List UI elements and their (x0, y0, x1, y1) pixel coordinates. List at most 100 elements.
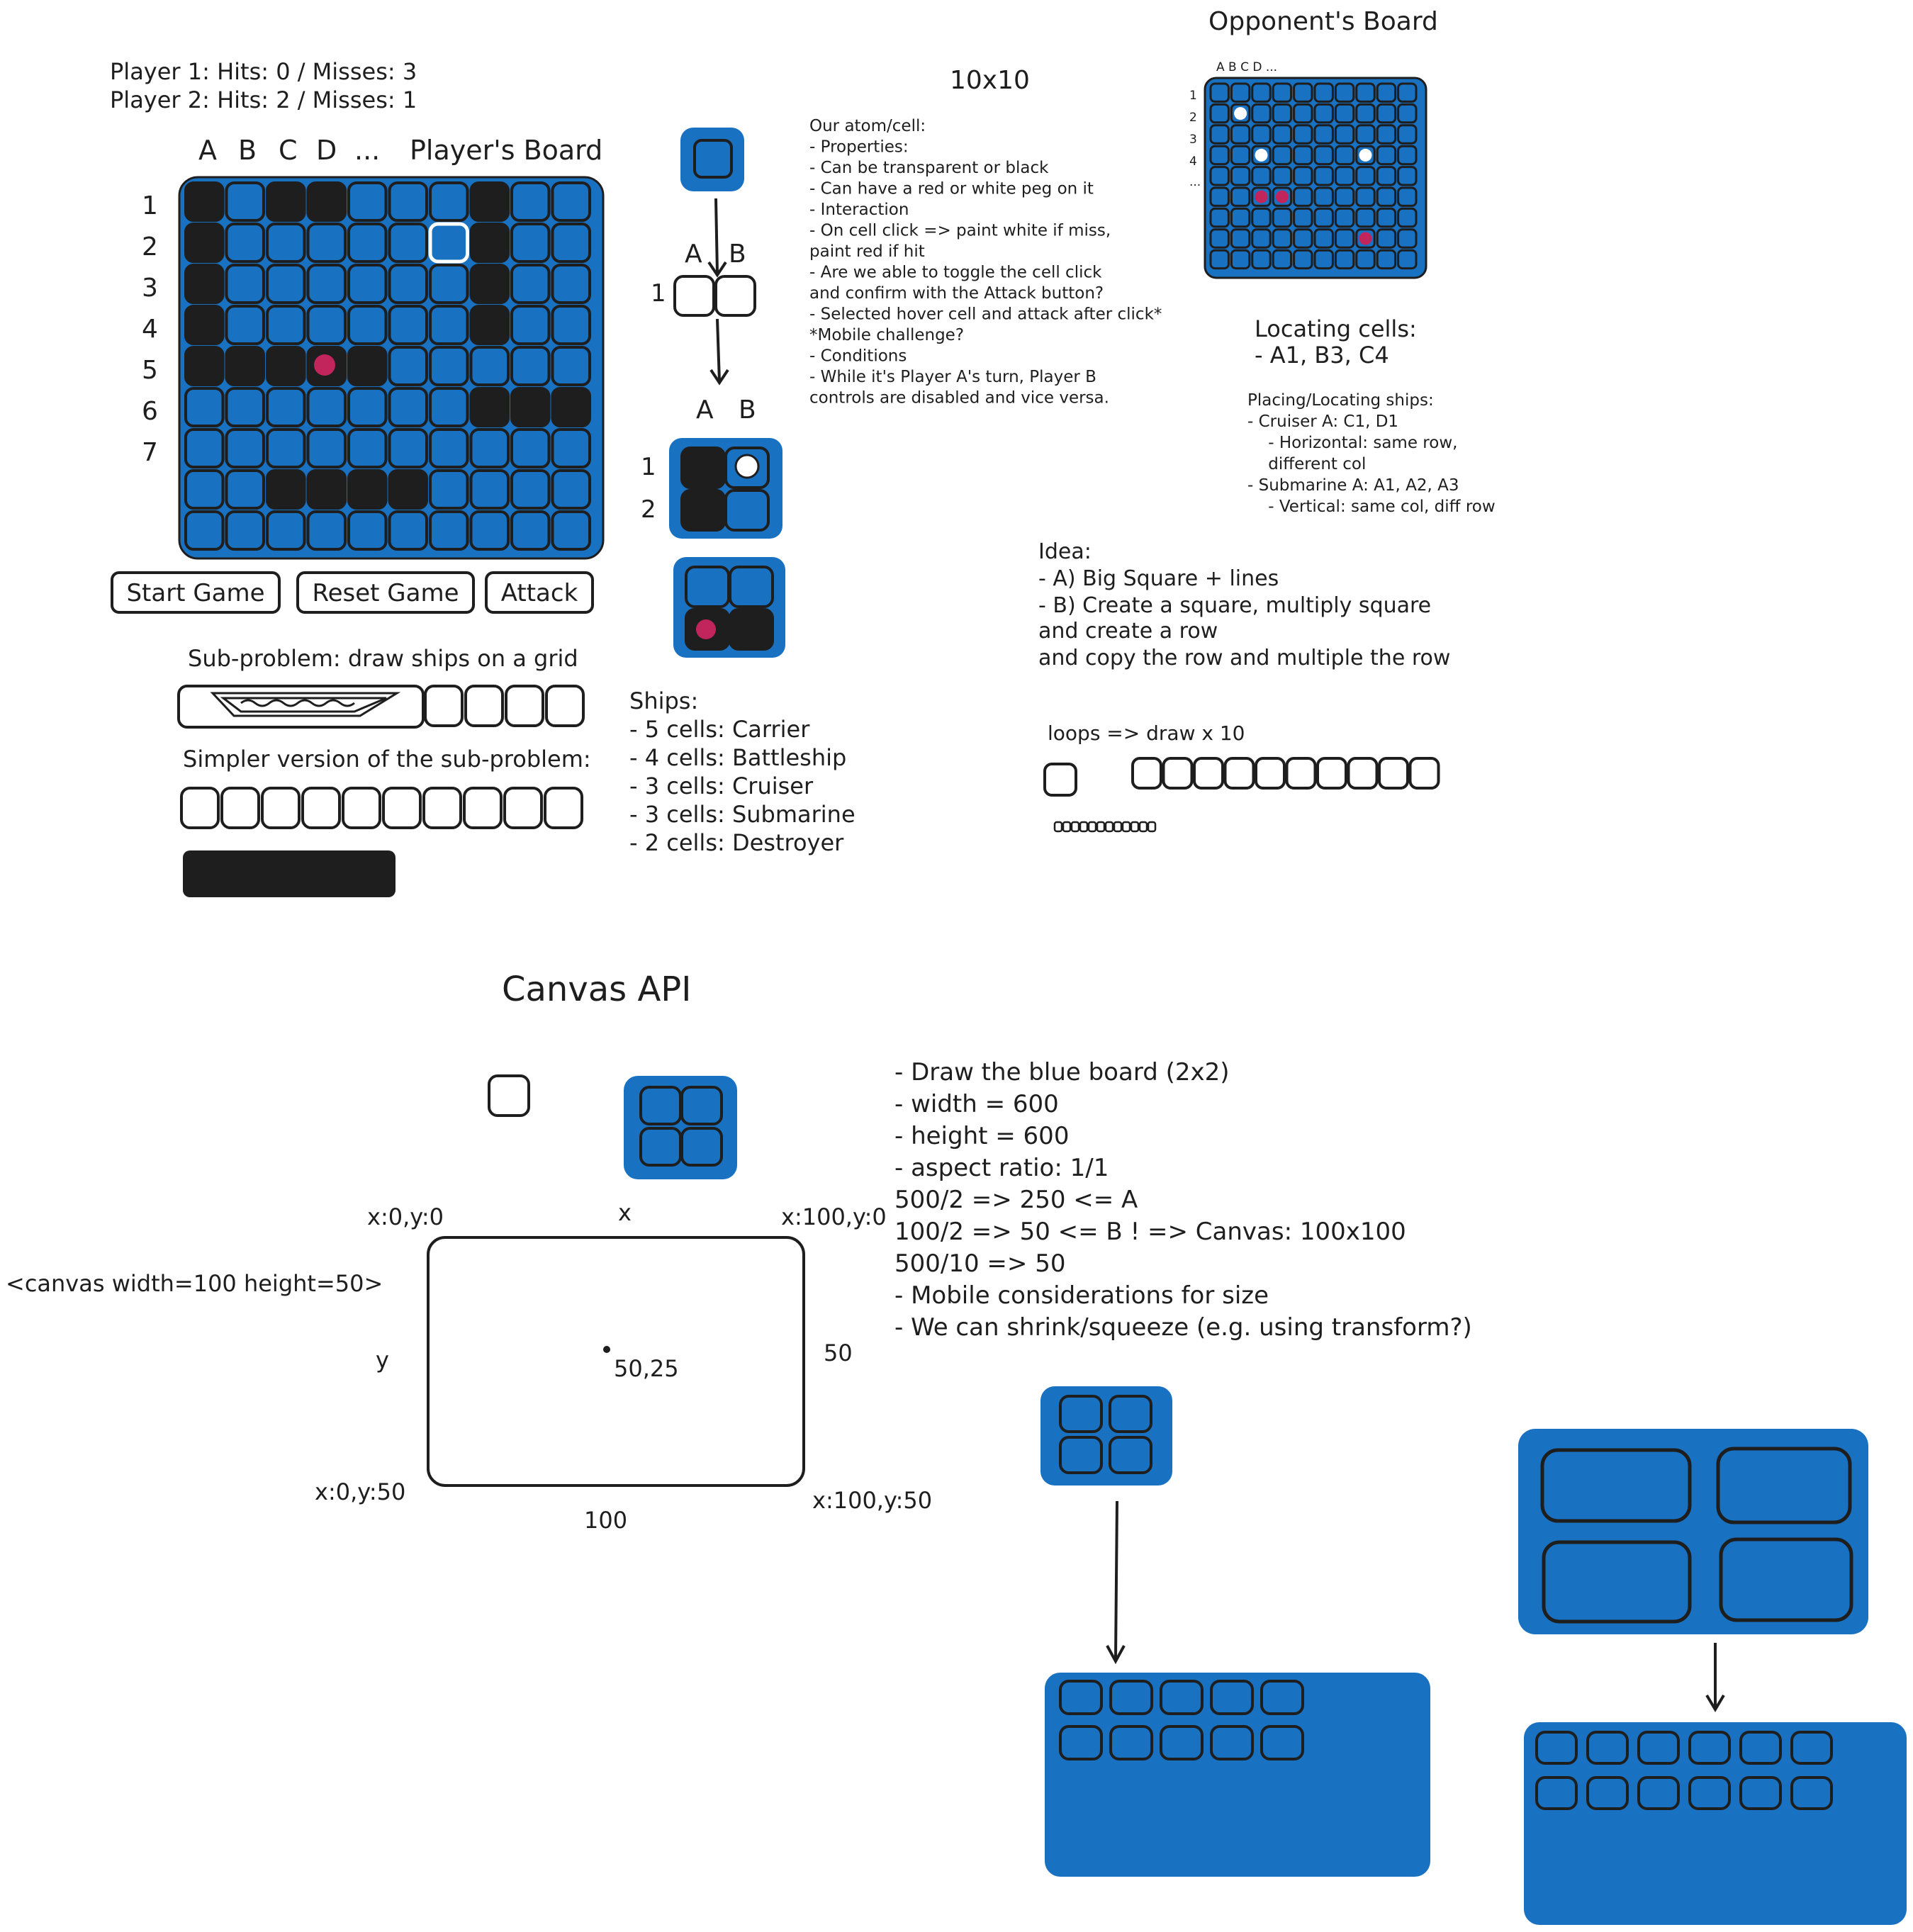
board-cell[interactable] (551, 387, 591, 427)
opponent-cell[interactable] (1334, 124, 1355, 145)
opponent-cell[interactable] (1230, 228, 1251, 249)
board-cell[interactable] (184, 181, 225, 222)
opponent-cell[interactable] (1230, 166, 1251, 186)
opponent-cell[interactable] (1355, 249, 1376, 270)
board-cell[interactable] (551, 428, 591, 468)
board-cell[interactable] (469, 181, 510, 222)
board-cell[interactable] (429, 305, 469, 345)
board-cell[interactable] (469, 305, 510, 345)
opponent-cell[interactable] (1230, 145, 1251, 166)
opponent-cell[interactable] (1313, 186, 1334, 207)
opponent-cell[interactable] (1230, 186, 1251, 207)
opponent-cell[interactable] (1355, 103, 1376, 124)
board-cell[interactable] (306, 510, 347, 551)
opponent-cell[interactable] (1397, 82, 1418, 103)
board-cell[interactable] (429, 346, 469, 386)
opponent-cell[interactable] (1334, 228, 1355, 249)
opponent-cell[interactable] (1293, 186, 1313, 207)
attack-button[interactable]: Attack (485, 571, 594, 614)
opponent-cell[interactable] (1376, 103, 1397, 124)
board-cell[interactable] (388, 469, 428, 510)
board-cell[interactable] (225, 387, 265, 427)
board-cell[interactable] (266, 264, 306, 304)
board-cell[interactable] (266, 223, 306, 263)
opponent-cell[interactable] (1355, 186, 1376, 207)
board-cell[interactable] (510, 428, 551, 468)
player-board-grid[interactable] (184, 181, 591, 551)
board-cell[interactable] (266, 510, 306, 551)
opponent-cell[interactable] (1397, 249, 1418, 270)
board-cell[interactable] (184, 510, 225, 551)
board-cell[interactable] (551, 469, 591, 510)
opponent-cell[interactable] (1376, 228, 1397, 249)
opponent-cell[interactable] (1272, 82, 1293, 103)
board-cell[interactable] (306, 223, 347, 263)
board-cell[interactable] (347, 264, 388, 304)
opponent-cell[interactable] (1293, 249, 1313, 270)
opponent-cell[interactable] (1251, 249, 1272, 270)
board-cell[interactable] (388, 510, 428, 551)
opponent-cell[interactable] (1209, 166, 1230, 186)
opponent-cell[interactable] (1397, 166, 1418, 186)
opponent-cell[interactable] (1293, 207, 1313, 228)
board-cell[interactable] (551, 346, 591, 386)
board-cell[interactable] (429, 264, 469, 304)
opponent-cell[interactable] (1230, 82, 1251, 103)
board-cell[interactable] (388, 428, 428, 468)
board-cell[interactable] (388, 305, 428, 345)
opponent-cell[interactable] (1293, 166, 1313, 186)
opponent-cell[interactable] (1334, 186, 1355, 207)
board-cell[interactable] (551, 223, 591, 263)
opponent-cell[interactable] (1376, 207, 1397, 228)
board-cell[interactable] (388, 223, 428, 263)
board-cell[interactable] (347, 223, 388, 263)
board-cell[interactable] (388, 181, 428, 222)
board-cell[interactable] (266, 469, 306, 510)
opponent-cell[interactable] (1313, 166, 1334, 186)
opponent-cell[interactable] (1272, 228, 1293, 249)
opponent-cell[interactable] (1376, 82, 1397, 103)
opponent-cell[interactable] (1230, 207, 1251, 228)
board-cell[interactable] (347, 181, 388, 222)
opponent-cell[interactable] (1376, 249, 1397, 270)
opponent-cell[interactable] (1272, 145, 1293, 166)
opponent-cell[interactable] (1272, 103, 1293, 124)
board-cell[interactable] (306, 428, 347, 468)
board-cell[interactable] (429, 428, 469, 468)
opponent-cell[interactable] (1251, 207, 1272, 228)
opponent-cell[interactable] (1251, 82, 1272, 103)
board-cell[interactable] (225, 264, 265, 304)
opponent-cell[interactable] (1376, 145, 1397, 166)
opponent-cell[interactable] (1209, 124, 1230, 145)
board-cell[interactable] (184, 387, 225, 427)
board-cell[interactable] (225, 223, 265, 263)
opponent-cell[interactable] (1334, 166, 1355, 186)
board-cell[interactable] (510, 264, 551, 304)
board-cell[interactable] (184, 346, 225, 386)
opponent-cell[interactable] (1397, 124, 1418, 145)
opponent-cell[interactable] (1209, 145, 1230, 166)
opponent-cell[interactable] (1355, 82, 1376, 103)
board-cell[interactable] (469, 510, 510, 551)
opponent-cell[interactable] (1355, 166, 1376, 186)
board-cell[interactable] (266, 181, 306, 222)
board-cell[interactable] (551, 510, 591, 551)
board-cell[interactable] (510, 469, 551, 510)
opponent-cell[interactable] (1293, 145, 1313, 166)
board-cell[interactable] (429, 510, 469, 551)
board-cell[interactable] (347, 387, 388, 427)
opponent-cell[interactable] (1397, 186, 1418, 207)
opponent-cell[interactable] (1334, 207, 1355, 228)
opponent-cell[interactable] (1272, 166, 1293, 186)
board-cell[interactable] (306, 469, 347, 510)
board-cell[interactable] (266, 387, 306, 427)
opponent-cell[interactable] (1293, 228, 1313, 249)
board-cell[interactable] (306, 181, 347, 222)
opponent-cell[interactable] (1313, 249, 1334, 270)
board-cell[interactable] (225, 181, 265, 222)
board-cell[interactable] (306, 264, 347, 304)
opponent-cell[interactable] (1209, 103, 1230, 124)
board-cell[interactable] (429, 469, 469, 510)
board-cell[interactable] (347, 305, 388, 345)
opponent-cell[interactable] (1334, 145, 1355, 166)
